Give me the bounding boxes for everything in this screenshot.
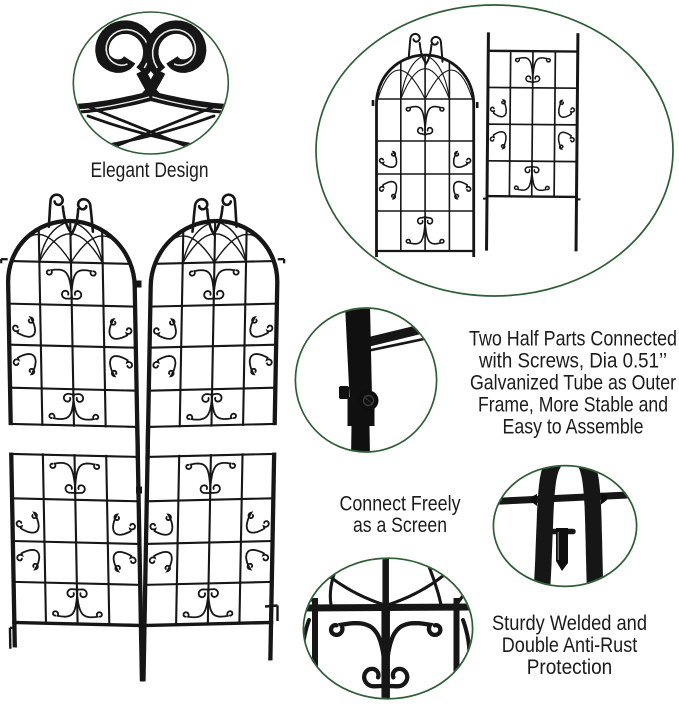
svg-text:Sturdy Welded and: Sturdy Welded and	[492, 612, 647, 635]
svg-text:Protection: Protection	[527, 656, 613, 679]
svg-text:Easy to Assemble: Easy to Assemble	[503, 416, 644, 439]
svg-text:Connect Freely: Connect Freely	[340, 492, 461, 515]
svg-text:with Screws, Dia 0.51’’: with Screws, Dia 0.51’’	[478, 350, 667, 373]
svg-text:Elegant Design: Elegant Design	[91, 159, 209, 182]
svg-text:Galvanized Tube as Outer: Galvanized Tube as Outer	[470, 372, 676, 395]
svg-text:Double Anti-Rust: Double Anti-Rust	[502, 634, 638, 657]
svg-text:Frame, More Stable and: Frame, More Stable and	[478, 394, 668, 417]
svg-text:as a Screen: as a Screen	[353, 514, 447, 537]
svg-text:Two Half Parts Connected: Two Half Parts Connected	[469, 328, 677, 351]
